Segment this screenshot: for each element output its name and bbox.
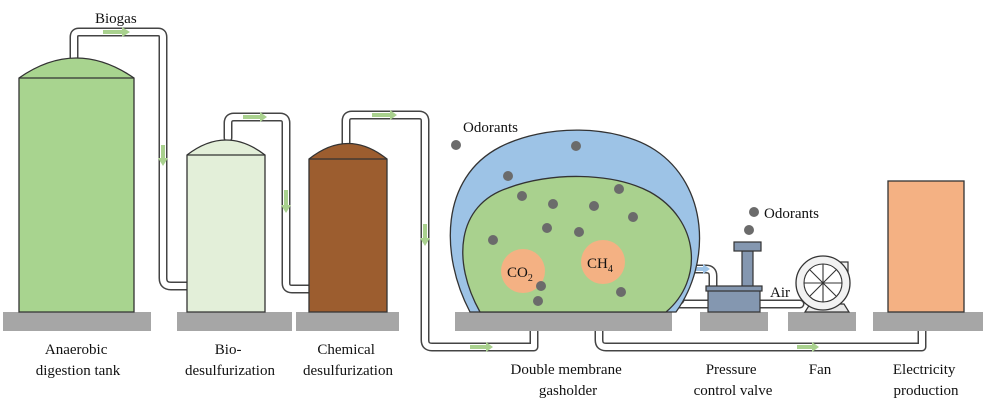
pipe-chemical-to-gasholder [341, 110, 539, 352]
pipe-digester-to-bio [69, 27, 193, 291]
inner-membrane [462, 175, 693, 313]
captions: Anaerobic digestion tank Bio- desulfuriz… [36, 342, 959, 399]
air-arrow-icon [693, 264, 710, 274]
double-membrane-gasholder: CO2 CH4 [449, 129, 701, 313]
bio-desulfurization-tank [186, 139, 266, 313]
odorants-label: Odorants [764, 206, 819, 222]
fan [795, 255, 851, 313]
caption-gasholder: Double membrane gasholder [511, 362, 626, 399]
flow-arrow-icon [470, 342, 493, 352]
anaerobic-digestion-tank [18, 57, 135, 313]
flow-arrow-icon [420, 224, 430, 246]
flow-arrow-icon [797, 342, 819, 352]
ground-slab [455, 312, 672, 331]
caption-valve: Pressure control valve [694, 362, 773, 399]
odorant-dot [616, 287, 626, 297]
caption-bio: Bio- desulfurization [185, 342, 275, 379]
pressure-control-valve [705, 241, 763, 313]
ground-slab [873, 312, 983, 331]
odorant-dot [503, 171, 513, 181]
electricity-generator [887, 180, 965, 313]
odorant-dot [548, 199, 558, 209]
ground-slab [177, 312, 292, 331]
odorant-dot [628, 212, 638, 222]
flow-arrows [103, 27, 819, 352]
co2-bubble [501, 249, 545, 293]
ch4-bubble [581, 240, 625, 284]
odorant-dot [589, 201, 599, 211]
ch4-label: CH4 [587, 256, 613, 275]
odorant-dot [533, 296, 543, 306]
odorant-dot [571, 141, 581, 151]
air-label: Air [770, 285, 790, 301]
co2-label: CO2 [507, 265, 533, 284]
odorant-dots [451, 140, 759, 306]
odorants-label: Odorants [463, 120, 518, 136]
biogas-label: Biogas [95, 11, 137, 27]
ground-slab [3, 312, 151, 331]
caption-fan: Fan [809, 362, 832, 378]
ground-slab [296, 312, 399, 331]
flow-arrow-icon [103, 27, 130, 37]
chemical-desulfurization-tank [308, 142, 388, 313]
caption-anaerobic: Anaerobic digestion tank [36, 342, 121, 379]
flow-arrow-icon [158, 145, 168, 166]
caption-chemical: Chemical desulfurization [303, 342, 393, 379]
ground-slab [700, 312, 768, 331]
odorant-dot [451, 140, 461, 150]
fan-icon [803, 263, 843, 303]
pipe-gasholder-to-generator [594, 307, 927, 352]
ground-slabs [3, 312, 983, 331]
odorant-dot [614, 184, 624, 194]
odorant-dot [536, 281, 546, 291]
odorant-dot [542, 223, 552, 233]
caption-electricity: Electricity production [893, 362, 959, 399]
flow-arrow-icon [281, 190, 291, 213]
flow-arrow-icon [372, 110, 397, 120]
odorant-dot [517, 191, 527, 201]
ground-slab [788, 312, 856, 331]
odorant-dot [574, 227, 584, 237]
odorant-dot [749, 207, 759, 217]
odorant-dot [488, 235, 498, 245]
pipe-bio-to-chemical [223, 112, 315, 294]
odorant-dot [744, 225, 754, 235]
flow-arrow-icon [243, 112, 267, 122]
